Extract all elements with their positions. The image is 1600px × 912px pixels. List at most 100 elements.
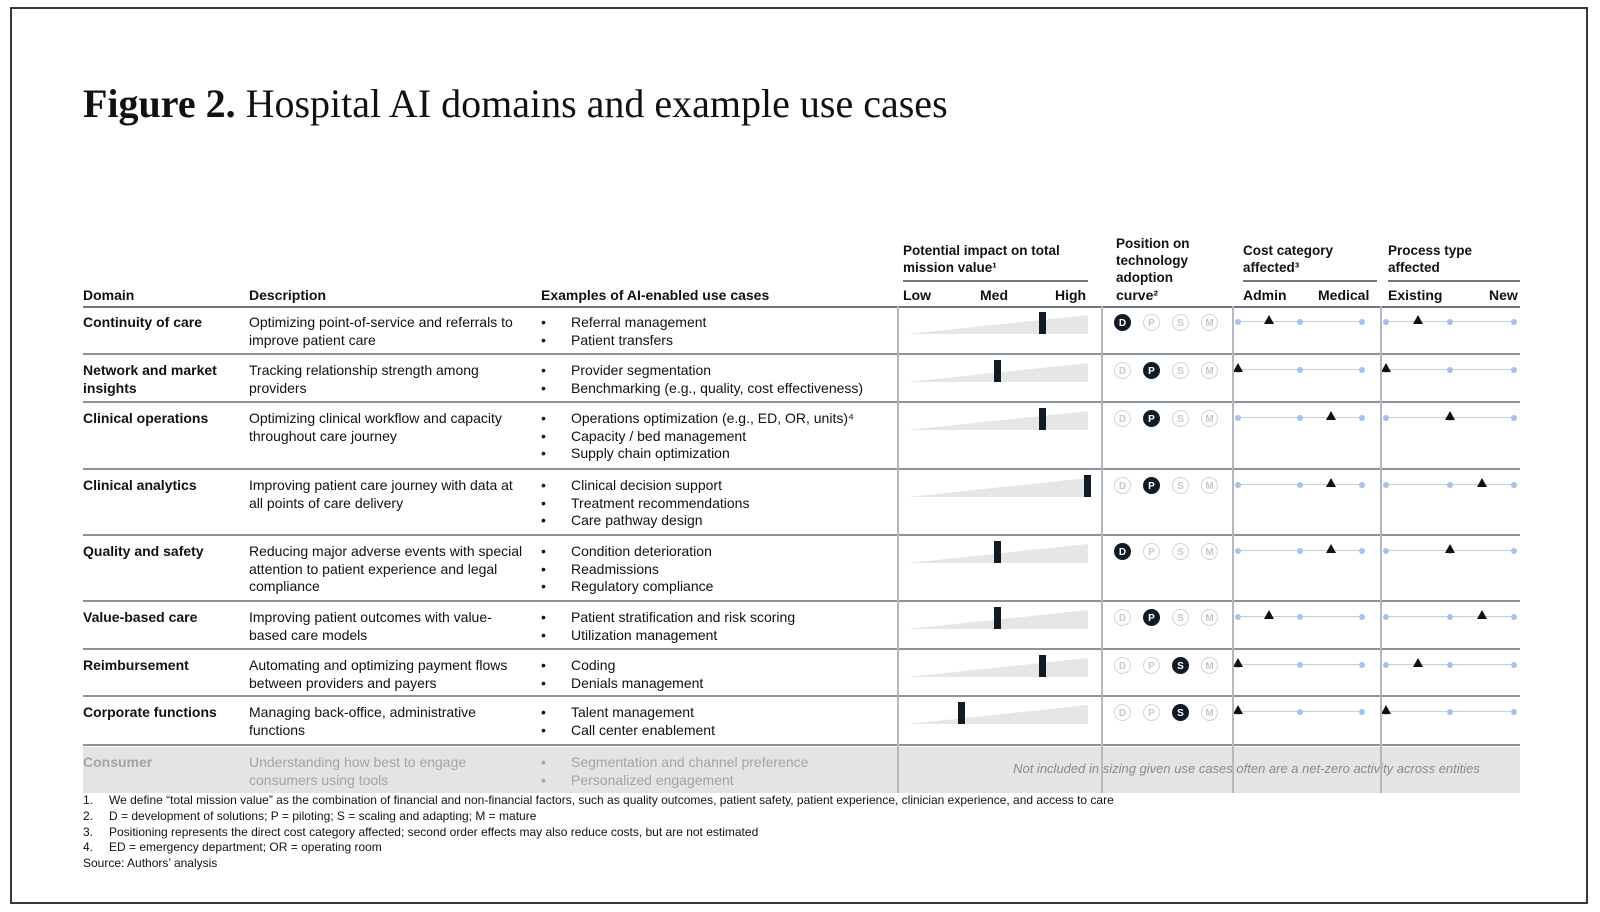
row-divider xyxy=(83,648,1520,650)
impact-gauge xyxy=(908,541,1088,563)
column-separator xyxy=(1380,306,1382,793)
stage-dot-d: D xyxy=(1114,477,1131,494)
footnote-text: D = development of solutions; P = piloti… xyxy=(109,808,537,823)
domain-description: Improving patient outcomes with value-ba… xyxy=(249,609,492,643)
stage-dot-s: S xyxy=(1172,609,1189,626)
use-case-item: Provider segmentation xyxy=(541,362,941,380)
impact-gauge xyxy=(908,475,1091,497)
use-case-bullets: Provider segmentationBenchmarking (e.g.,… xyxy=(541,362,941,397)
cost-category-track-tick xyxy=(1297,482,1303,488)
use-case-list: Talent managementCall center enablement xyxy=(541,704,941,739)
process-type-position-marker xyxy=(1445,411,1455,420)
process-type-track-tick xyxy=(1511,319,1517,325)
footnote-number: 1. xyxy=(83,793,94,807)
process-type-track-tick xyxy=(1383,482,1389,488)
domain-description: Automating and optimizing payment flows … xyxy=(249,657,508,691)
col-header-high: High xyxy=(1055,287,1087,303)
stage-dot-d: D xyxy=(1114,543,1131,560)
cost-category-position-marker xyxy=(1233,658,1243,667)
cost-category-track-tick xyxy=(1235,614,1241,620)
footnote-text: Positioning represents the direct cost c… xyxy=(109,824,759,839)
domain-description: Optimizing clinical workflow and capacit… xyxy=(249,410,502,444)
impact-gauge xyxy=(908,408,1088,430)
use-case-item: Operations optimization (e.g., ED, OR, u… xyxy=(541,410,941,428)
domain-name: Network and market insights xyxy=(83,362,217,396)
stage-dot-d: D xyxy=(1114,609,1131,626)
stage-dot-s: S xyxy=(1172,704,1189,721)
use-case-item: Condition deterioration xyxy=(541,543,941,561)
stage-dot-m: M xyxy=(1201,704,1218,721)
use-case-item: Patient stratification and risk scoring xyxy=(541,609,941,627)
stage-dot-s: S xyxy=(1172,314,1189,331)
footnote-number: 3. xyxy=(83,824,94,839)
stage-dot-p: P xyxy=(1143,314,1160,331)
cost-category-track-tick xyxy=(1359,662,1365,668)
cost-category-track-tick xyxy=(1235,415,1241,421)
cost-category-track-tick xyxy=(1235,319,1241,325)
stage-dot-m: M xyxy=(1201,477,1218,494)
cost-category-track xyxy=(1235,478,1365,492)
impact-gauge xyxy=(908,312,1088,334)
stage-dot-m: M xyxy=(1201,410,1218,427)
stage-dot-s: S xyxy=(1172,657,1189,674)
impact-wedge xyxy=(908,705,1088,724)
row-divider xyxy=(83,600,1520,602)
use-case-item: Treatment recommendations xyxy=(541,495,941,513)
header-rule xyxy=(83,306,1520,308)
stage-dot-m: M xyxy=(1201,314,1218,331)
process-type-position-marker xyxy=(1381,705,1391,714)
use-case-bullets: Segmentation and channel preferencePerso… xyxy=(541,754,941,789)
cost-category-track xyxy=(1235,411,1365,425)
use-case-list: Patient stratification and risk scoringU… xyxy=(541,609,941,644)
use-case-list: Referral managementPatient transfers xyxy=(541,314,941,349)
impact-marker xyxy=(1039,655,1046,677)
stage-dot-m: M xyxy=(1201,609,1218,626)
cost-category-position-marker xyxy=(1264,315,1274,324)
impact-marker xyxy=(994,360,1001,382)
use-case-item: Readmissions xyxy=(541,561,941,579)
process-type-position-marker xyxy=(1477,478,1487,487)
stage-dot-p: P xyxy=(1143,362,1160,379)
impact-marker xyxy=(994,541,1001,563)
col-header-curve: curve² xyxy=(1116,287,1159,303)
impact-marker xyxy=(1039,408,1046,430)
cost-category-track-tick xyxy=(1359,319,1365,325)
process-type-track-tick xyxy=(1511,614,1517,620)
col-header-admin: Admin xyxy=(1243,287,1287,303)
process-type-track xyxy=(1383,544,1517,558)
cost-category-position-marker xyxy=(1326,411,1336,420)
domain-name: Continuity of care xyxy=(83,314,203,330)
use-case-item: Clinical decision support xyxy=(541,477,941,495)
stage-dot-p: P xyxy=(1143,477,1160,494)
cost-category-position-marker xyxy=(1233,705,1243,714)
row-divider xyxy=(83,401,1520,403)
impact-wedge xyxy=(908,315,1088,334)
domain-description: Improving patient care journey with data… xyxy=(249,477,513,511)
use-case-item: Utilization management xyxy=(541,627,941,645)
process-type-track-tick xyxy=(1447,614,1453,620)
cost-category-position-marker xyxy=(1264,610,1274,619)
cost-category-position-marker xyxy=(1326,544,1336,553)
process-type-track-tick xyxy=(1447,662,1453,668)
process-type-position-marker xyxy=(1413,658,1423,667)
process-type-track xyxy=(1381,705,1517,719)
process-type-position-marker xyxy=(1477,610,1487,619)
impact-wedge xyxy=(908,478,1088,497)
process-type-track xyxy=(1383,411,1517,425)
domain-description: Managing back-office, administrative fun… xyxy=(249,704,476,738)
process-type-track-tick xyxy=(1511,548,1517,554)
figure-title: Figure 2. Hospital AI domains and exampl… xyxy=(83,80,948,127)
col-header-examples: Examples of AI-enabled use cases xyxy=(541,287,770,303)
cost-category-track-tick xyxy=(1297,709,1303,715)
stage-dot-p: P xyxy=(1143,657,1160,674)
